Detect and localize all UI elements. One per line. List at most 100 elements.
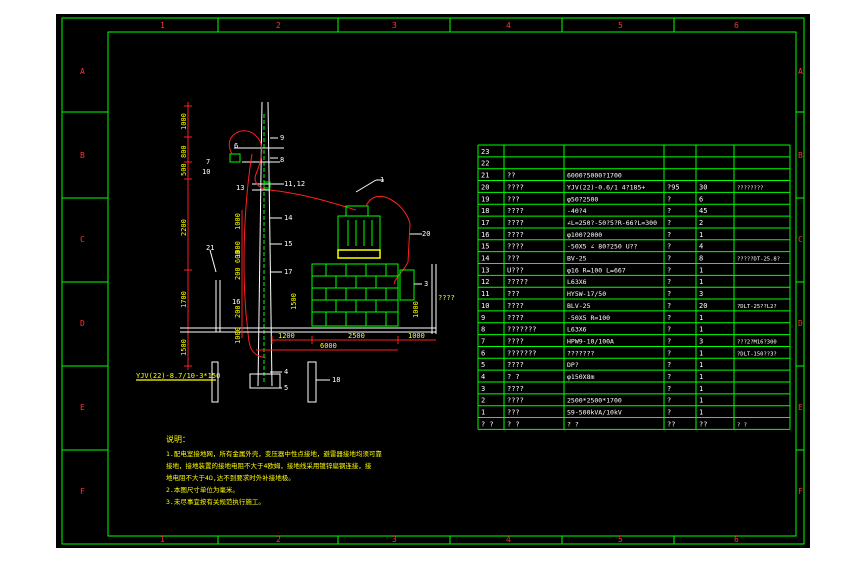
table-cell-unit: ? xyxy=(667,278,671,286)
callout: 10 xyxy=(202,168,210,176)
col-label: 6 xyxy=(734,21,739,30)
table-cell-name: ???? xyxy=(507,397,524,405)
table-cell-spec: ∠L=250?-50?5?R-66?L=300 xyxy=(567,219,657,227)
table-cell-no: 14 xyxy=(481,255,489,263)
callout: 11,12 xyxy=(284,180,305,188)
row-label: F xyxy=(80,487,85,496)
ground-electrode xyxy=(307,361,317,403)
dim-label: 1200 xyxy=(278,332,295,340)
row-label: D xyxy=(80,319,85,328)
table-cell-qty: 1 xyxy=(699,373,703,381)
table-cell-qty: 2 xyxy=(699,219,703,227)
col-label: 2 xyxy=(276,21,281,30)
cad-drawing-sheet: 1 2 3 4 5 6 1 2 3 4 5 6 A B C D E F A B … xyxy=(56,14,810,548)
table-cell-no: 15 xyxy=(481,243,489,251)
table-cell-no: 22 xyxy=(481,160,489,168)
table-cell-qty: 1 xyxy=(699,266,703,274)
dim-label: 1000 xyxy=(180,113,188,130)
table-cell-no: 7 xyxy=(481,337,485,345)
table-cell-spec: L63X6 xyxy=(567,278,587,286)
table-cell-no: 4 xyxy=(481,373,485,381)
notes-block: 说明： 1.配电室接地网，所有金属外壳，变压器中性点接地，避雷器接地均须可靠 接… xyxy=(166,434,382,506)
table-cell-unit: ? xyxy=(667,195,671,203)
callout: 8 xyxy=(280,156,284,164)
col-label: 3 xyxy=(392,21,397,30)
row-label: C xyxy=(80,235,85,244)
col-label: 3 xyxy=(392,535,397,544)
callout: 9 xyxy=(280,134,284,142)
table-header-cell: ?? xyxy=(667,420,675,428)
lv-cable xyxy=(365,195,411,285)
callout: 5 xyxy=(284,384,288,392)
table-cell-no: 11 xyxy=(481,290,489,298)
table-cell-name: ??? xyxy=(507,255,520,263)
col-label: 5 xyxy=(618,21,623,30)
table-cell-unit: ? xyxy=(667,361,671,369)
dim-label: 1500 xyxy=(180,339,188,356)
col-label: 5 xyxy=(618,535,623,544)
table-cell-spec: -40?4 xyxy=(567,207,587,215)
table-cell-spec: S9-500kVA/10kV xyxy=(567,409,622,417)
table-header-cell: ?? xyxy=(699,420,707,428)
table-cell-unit: ? xyxy=(667,337,671,345)
table-cell-spec: φ150X8m xyxy=(567,373,594,381)
notes-line: 2.本图尺寸单位为毫米。 xyxy=(166,485,239,494)
table-cell-no: 1 xyxy=(481,409,485,417)
row-label: E xyxy=(80,403,85,412)
table-cell-name: ???? xyxy=(507,314,524,322)
row-label: E xyxy=(798,403,803,412)
table-cell-remark: ?????DT-25.8? xyxy=(737,257,780,263)
table-cell-spec: φ50?2500 xyxy=(567,195,598,203)
table-cell-spec: -50X5 ∠ 80?250 U?? xyxy=(567,243,638,251)
table-cell-qty: 1 xyxy=(699,349,703,357)
dim-label: 200 600 xyxy=(234,250,242,280)
table-cell-name: ???? xyxy=(507,183,524,191)
table-cell-qty: 1 xyxy=(699,409,703,417)
notes-line: 地电阻不大于4Ω,达不到要求时外补接地极。 xyxy=(166,473,295,482)
table-cell-spec: φ100?2000 xyxy=(567,231,602,239)
drop-out-fuse xyxy=(229,153,241,163)
table-cell-no: 18 xyxy=(481,207,489,215)
table-cell-unit: ? xyxy=(667,326,671,334)
table-cell-name: ??????? xyxy=(507,326,537,334)
dim-label: 1500 xyxy=(290,293,298,310)
table-cell-unit: ? xyxy=(667,349,671,357)
callout: 13 xyxy=(236,184,244,192)
table-cell-no: 9 xyxy=(481,314,485,322)
col-label: 4 xyxy=(506,21,511,30)
callout: 1 xyxy=(380,176,384,184)
table-cell-qty: 1 xyxy=(699,361,703,369)
table-cell-name: ???? xyxy=(507,337,524,345)
table-cell-spec: 6000?5000?1700 xyxy=(567,172,622,180)
table-cell-qty: 1 xyxy=(699,278,703,286)
table-cell-no: 16 xyxy=(481,231,489,239)
notes-line: 接地，接地装置的接地电阻不大于4欧姆，接地线采用镀锌扁钢连接，接 xyxy=(166,461,372,470)
table-header-cell: ? ? xyxy=(737,422,747,428)
callout-lines xyxy=(252,137,422,389)
table-cell-unit: ? xyxy=(667,219,671,227)
table-cell-spec: BV-25 xyxy=(567,255,587,263)
row-label: D xyxy=(798,319,803,328)
col-label: 4 xyxy=(506,535,511,544)
table-cell-name: ???? xyxy=(507,385,524,393)
table-cell-no: 21 xyxy=(481,172,489,180)
callout: 16 xyxy=(232,298,240,306)
table-cell-qty: 3 xyxy=(699,337,703,345)
table-cell-unit: ? xyxy=(667,290,671,298)
table-cell-spec: YJV(22)-0.6/1 4?185+ xyxy=(567,183,645,191)
callout: 14 xyxy=(284,214,292,222)
table-cell-name: ???? xyxy=(507,302,524,310)
dim-label: 1000 xyxy=(234,327,242,344)
callout: 20 xyxy=(422,230,430,238)
table-cell-spec: 2500*2500*1700 xyxy=(567,397,622,405)
table-cell-unit: ? xyxy=(667,255,671,263)
table-cell-unit: ? xyxy=(667,397,671,405)
table-cell-spec: φ16 R=100 L=667 xyxy=(567,266,626,274)
table-cell-no: 12 xyxy=(481,278,489,286)
lead-wire xyxy=(228,130,271,191)
table-cell-name: ? ? xyxy=(507,373,520,381)
table-cell-qty: 3 xyxy=(699,290,703,298)
table-cell-qty: 8 xyxy=(699,255,703,263)
table-cell-spec: HPW9-10/100A xyxy=(567,337,614,345)
dim-label: 1000 xyxy=(412,301,420,318)
